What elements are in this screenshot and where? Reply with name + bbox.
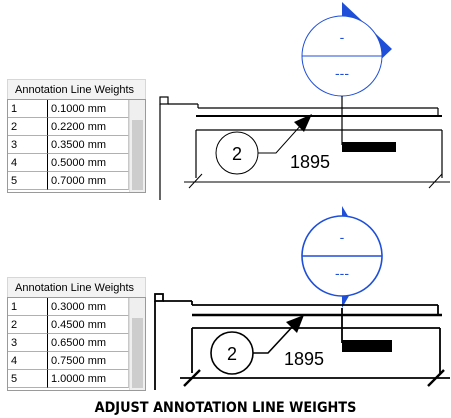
table-row[interactable]: 5 0.7000 mm [8, 172, 129, 190]
callout-number: 2 [232, 144, 242, 164]
section-marker-bottom-text: --- [335, 65, 349, 81]
row-index: 5 [8, 172, 48, 190]
line-weight-value[interactable]: 0.4500 mm [48, 316, 129, 334]
table-row[interactable]: 1 0.3000 mm [8, 298, 129, 316]
drawing-preview-thin: - --- 1895 2 [152, 0, 451, 200]
leader-arrow-icon [258, 114, 312, 154]
line-weight-value[interactable]: 0.6500 mm [48, 334, 129, 352]
caption-title: ADJUST ANNOTATION LINE WEIGHTS [94, 400, 357, 416]
line-weights-panel-bottom: Annotation Line Weights 1 0.3000 mm 2 0.… [7, 277, 146, 391]
line-weights-table: 1 0.3000 mm 2 0.4500 mm 3 0.6500 mm 4 0.… [7, 297, 146, 391]
row-index: 1 [8, 298, 48, 316]
vertical-scrollbar[interactable] [129, 298, 145, 390]
row-index: 3 [8, 334, 48, 352]
line-weights-panel-top: Annotation Line Weights 1 0.1000 mm 2 0.… [7, 79, 146, 193]
scrollbar-thumb[interactable] [132, 120, 143, 190]
line-weight-value[interactable]: 0.1000 mm [48, 100, 129, 118]
table-row[interactable]: 3 0.6500 mm [8, 334, 129, 352]
wall-outline [154, 293, 442, 390]
line-weight-value[interactable]: 0.2200 mm [48, 118, 129, 136]
table-row[interactable]: 2 0.4500 mm [8, 316, 129, 334]
section-marker-top-text: - [340, 29, 345, 45]
line-weight-value[interactable]: 0.7500 mm [48, 352, 129, 370]
line-weights-table: 1 0.1000 mm 2 0.2200 mm 3 0.3500 mm 4 0.… [7, 99, 146, 193]
row-index: 2 [8, 316, 48, 334]
wall-outline [159, 96, 443, 200]
row-index: 4 [8, 352, 48, 370]
panel-title: Annotation Line Weights [7, 277, 146, 297]
row-index: 3 [8, 136, 48, 154]
line-weight-value[interactable]: 0.3000 mm [48, 298, 129, 316]
dimension-line [184, 173, 450, 189]
table-row[interactable]: 4 0.7500 mm [8, 352, 129, 370]
line-weight-value[interactable]: 0.5000 mm [48, 154, 129, 172]
table-row[interactable]: 5 1.0000 mm [8, 370, 129, 388]
row-index: 1 [8, 100, 48, 118]
line-weight-value[interactable]: 0.3500 mm [48, 136, 129, 154]
line-weight-value[interactable]: 1.0000 mm [48, 370, 129, 388]
tag-rectangle [342, 142, 396, 152]
section-marker-icon: - --- [301, 2, 392, 97]
dimension-value: 1895 [284, 349, 324, 369]
table-row[interactable]: 2 0.2200 mm [8, 118, 129, 136]
panel-title: Annotation Line Weights [7, 79, 146, 99]
vertical-scrollbar[interactable] [129, 100, 145, 192]
row-index: 2 [8, 118, 48, 136]
section-marker-icon: - --- [301, 206, 383, 308]
drawing-preview-thick: - --- 1895 2 [152, 198, 451, 398]
dimension-line [180, 369, 450, 387]
section-marker-bottom-text: --- [335, 265, 349, 281]
section-marker-top-text: - [340, 229, 345, 245]
row-index: 4 [8, 154, 48, 172]
row-index: 5 [8, 370, 48, 388]
table-row[interactable]: 4 0.5000 mm [8, 154, 129, 172]
dimension-value: 1895 [290, 152, 330, 172]
table-row[interactable]: 3 0.3500 mm [8, 136, 129, 154]
line-weight-value[interactable]: 0.7000 mm [48, 172, 129, 190]
tag-rectangle [342, 340, 392, 352]
callout-number: 2 [227, 344, 237, 364]
table-row[interactable]: 1 0.1000 mm [8, 100, 129, 118]
scrollbar-thumb[interactable] [132, 318, 143, 388]
leader-arrow-icon [253, 315, 304, 354]
